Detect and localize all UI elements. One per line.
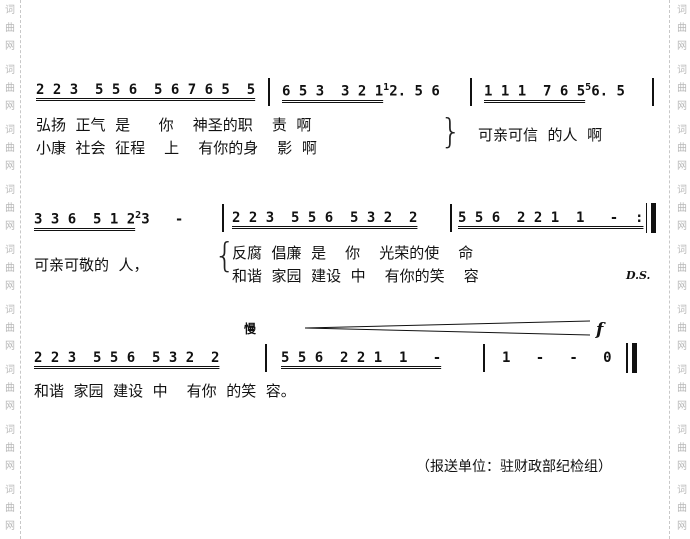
watermark-text: 词曲网 — [5, 305, 15, 352]
margin-line-left — [20, 0, 21, 539]
barline — [483, 344, 485, 372]
measure: 6 5 3 3 2 112. 5 6 — [282, 82, 440, 100]
watermark-text: 词曲网 — [5, 425, 15, 472]
measure: 1 - - 0 — [502, 350, 612, 366]
measure: 2 2 3 5 5 6 5 6 7 6 5 5 — [36, 82, 256, 98]
measure: 5 5 6 2 2 1 1 - : — [458, 210, 644, 226]
measure: 1 1 1 7 6 556. 5 — [484, 82, 625, 100]
lyric-line-1: 反腐 倡廉 是 你 光荣的使 命 — [232, 244, 474, 262]
watermark-text: 词曲网 — [5, 5, 15, 52]
barline — [222, 204, 224, 232]
watermark-text: 词曲网 — [677, 425, 687, 472]
watermark-text: 词曲网 — [5, 125, 15, 172]
watermark-text: 词曲网 — [5, 485, 15, 532]
dal-segno-mark: D.S. — [626, 269, 651, 282]
tempo-mark: 慢 — [244, 322, 257, 336]
repeat-end-barline — [646, 203, 656, 233]
watermark-text: 词曲网 — [677, 125, 687, 172]
watermark-text: 词曲网 — [677, 245, 687, 292]
dynamic-mark: f — [596, 320, 604, 340]
measure: 3 3 6 5 1 223 - — [34, 210, 184, 228]
barline — [450, 204, 452, 232]
crescendo-hairpin — [305, 320, 591, 336]
watermark-text: 词曲网 — [677, 485, 687, 532]
measure: 2 2 3 5 5 6 5 3 2 2 — [232, 210, 418, 226]
barline — [652, 78, 654, 106]
lyric-line-2: 小康 社会 征程 上 有你的身 影 啊 — [36, 139, 317, 157]
lyric-line-1: 弘扬 正气 是 你 神圣的职 责 啊 — [36, 116, 312, 134]
measure: 2 2 3 5 5 6 5 3 2 2 — [34, 350, 220, 366]
final-barline — [626, 343, 637, 373]
measure: 5 5 6 2 2 1 1 - — [281, 350, 442, 366]
brace: { — [214, 236, 236, 276]
watermark-text: 词曲网 — [5, 185, 15, 232]
watermark-text: 词曲网 — [677, 5, 687, 52]
barline — [265, 344, 267, 372]
watermark-text: 词曲网 — [677, 185, 687, 232]
watermark-text: 词曲网 — [5, 365, 15, 412]
barline — [470, 78, 472, 106]
brace: } — [440, 112, 462, 152]
lyric-line: 和谐 家园 建设 中 有你 的笑 容。 — [34, 382, 296, 400]
watermark-text: 词曲网 — [677, 65, 687, 112]
watermark-text: 词曲网 — [5, 245, 15, 292]
watermark-text: 词曲网 — [677, 305, 687, 352]
barline — [268, 78, 270, 106]
lyric-line: 可亲可敬的 人， — [34, 256, 149, 274]
footer-note: （报送单位：驻财政部纪检组） — [416, 459, 612, 475]
watermark-text: 词曲网 — [5, 65, 15, 112]
watermark-text: 词曲网 — [677, 365, 687, 412]
lyric-line-2: 和谐 家园 建设 中 有你的笑 容 — [232, 267, 479, 285]
margin-line-right — [669, 0, 670, 539]
lyric-refrain: 可亲可信 的人 啊 — [478, 126, 603, 144]
